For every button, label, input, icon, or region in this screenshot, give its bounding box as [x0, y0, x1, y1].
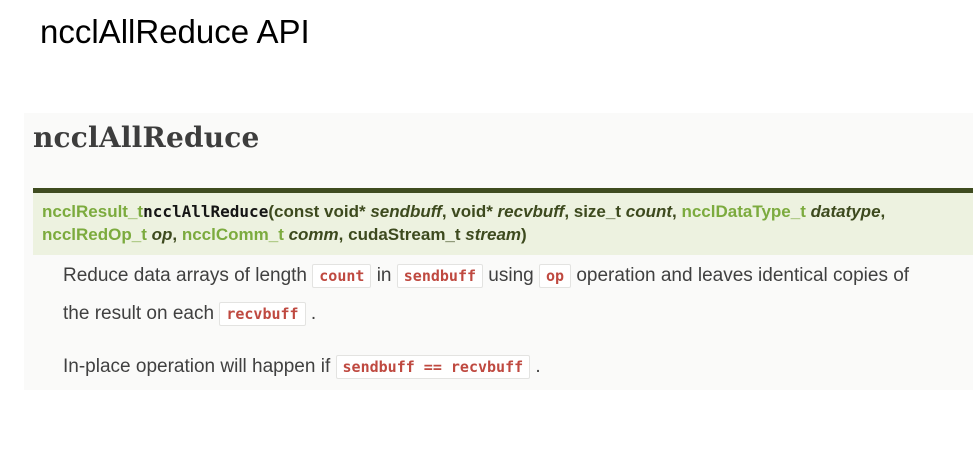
text-run: )	[521, 225, 527, 244]
api-description: Reduce data arrays of length count in se…	[63, 257, 943, 401]
inline-code-chip: sendbuff == recvbuff	[335, 355, 531, 379]
type-link[interactable]: ncclRedOp_t	[42, 225, 147, 244]
text-run: (const void*	[268, 202, 371, 221]
api-doc-card: ncclAllReduce ncclResult_tncclAllReduce(…	[24, 113, 973, 390]
param-name: op	[151, 225, 173, 244]
text-run: .	[305, 303, 317, 324]
text-run: In-place operation will happen if	[63, 356, 336, 377]
text-run: , size_t	[564, 202, 626, 221]
text-run: .	[530, 356, 541, 377]
text-run: using	[483, 265, 540, 286]
param-name: datatype	[810, 202, 881, 221]
type-link[interactable]: ncclComm_t	[181, 225, 284, 244]
text-run: in	[371, 265, 397, 286]
description-paragraph-2: In-place operation will happen if sendbu…	[63, 348, 925, 386]
param-name: stream	[465, 225, 522, 244]
description-paragraph-1: Reduce data arrays of length count in se…	[63, 257, 925, 333]
function-name: ncclAllReduce	[143, 202, 269, 221]
text-run: operation and leaves identical copies of…	[63, 265, 915, 324]
param-name: comm	[288, 225, 339, 244]
text-run: , cudaStream_t	[338, 225, 466, 244]
page-title: ncclAllReduce API	[40, 13, 310, 50]
inline-code-chip: recvbuff	[219, 302, 306, 326]
inline-code-chip: sendbuff	[396, 264, 484, 288]
type-link[interactable]: ncclResult_t	[42, 202, 144, 221]
text-run: ,	[672, 202, 682, 221]
text-run: ,	[880, 202, 890, 221]
text-run: Reduce data arrays of length	[63, 265, 313, 286]
text-run: ,	[172, 225, 182, 244]
param-name: sendbuff	[370, 202, 442, 221]
text-run: , void*	[441, 202, 498, 221]
api-function-heading: ncclAllReduce	[33, 121, 260, 154]
type-link[interactable]: ncclDataType_t	[681, 202, 806, 221]
param-name: recvbuff	[497, 202, 565, 221]
param-name: count	[625, 202, 673, 221]
inline-code-chip: count	[312, 264, 372, 288]
inline-code-chip: op	[539, 264, 572, 288]
function-signature: ncclResult_tncclAllReduce(const void* se…	[33, 188, 973, 255]
